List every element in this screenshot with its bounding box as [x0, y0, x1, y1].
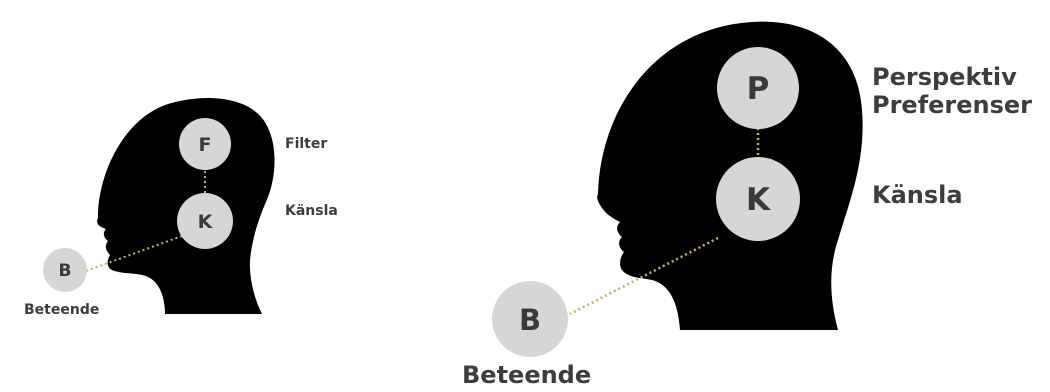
large-node-perspective-letter: P	[747, 71, 770, 107]
large-label-emotion: Känsla	[872, 181, 963, 209]
large-node-behavior	[492, 281, 568, 357]
large-label-perspective-line1: Perspektiv	[872, 63, 1017, 91]
small-node-filter-letter: F	[199, 134, 212, 156]
large-node-emotion	[716, 157, 800, 241]
small-node-filter	[179, 118, 231, 170]
small-node-behavior-letter: B	[59, 261, 72, 281]
large-node-emotion-letter: K	[746, 182, 771, 218]
small-connector-k-b	[85, 235, 183, 272]
small-node-emotion-letter: K	[198, 211, 214, 233]
small-label-filter: Filter	[285, 136, 328, 152]
large-label-perspective-line2: Preferenser	[872, 90, 1033, 119]
small-label-behavior: Beteende	[24, 302, 100, 318]
small-node-behavior	[43, 248, 87, 292]
large-node-perspective	[717, 47, 799, 129]
large-label-perspective: Perspektiv Preferenser	[872, 63, 1033, 119]
large-label-behavior: Beteende	[462, 361, 592, 389]
small-node-emotion	[177, 193, 233, 249]
large-node-behavior-letter: B	[519, 303, 541, 337]
small-label-emotion: Känsla	[285, 203, 338, 219]
